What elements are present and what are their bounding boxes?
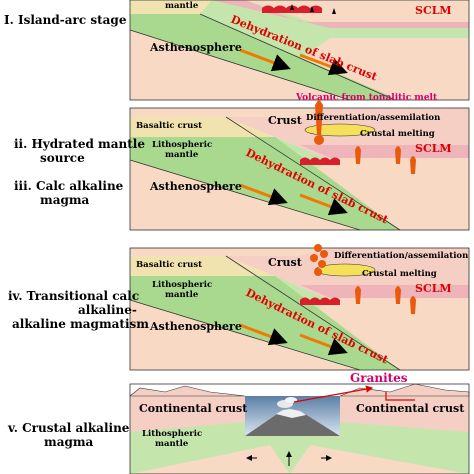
panel-1-melt-blobs	[262, 4, 336, 14]
panel-2-volcanic-label: Volcanic from tonalitic melt	[295, 93, 438, 103]
panel-4-continental-crust-right: Continental crust	[356, 402, 465, 415]
panel-3-stage-line-2: alkaline-	[78, 303, 137, 317]
panel-2-melt-plumes	[300, 99, 416, 174]
panel-3-stage-line-3: alkaline magmatism	[12, 317, 149, 331]
panel-3-asthenosphere-label: Asthenosphere	[149, 320, 242, 333]
panel-4-lithospheric-label-2: mantle	[155, 439, 189, 449]
panel-1-flow-arrow-a	[239, 48, 291, 72]
panel-3-melt-plumes	[300, 244, 416, 314]
panel-2-basaltic-crust-label: Basaltic crust	[136, 121, 202, 131]
panel-2-stage-line-4: magma	[40, 193, 90, 207]
panel-3-basaltic-crust	[130, 256, 275, 276]
panel-2-stage-line-3: iii. Calc alkaline	[14, 179, 124, 193]
panel-3-basaltic-crust-label: Basaltic crust	[136, 260, 202, 270]
panel-2-sclm	[300, 145, 469, 158]
panel-2-crust-label: Crust	[268, 114, 303, 127]
panel-2-crustal-melting-label: Crustal melting	[360, 129, 435, 139]
panel-4: v. Crustal alkaline magma Continental cr…	[7, 371, 470, 474]
panel-1-mantle-label: mantle	[165, 1, 199, 11]
panel-2-stage-line-1: ii. Hydrated mantle	[14, 137, 145, 151]
panel-3: iv. Transitional calc alkaline- alkaline…	[8, 244, 470, 371]
panel-2-lithospheric-label-1: Lithospheric	[152, 140, 212, 150]
panel-2-stage-line-2: source	[40, 151, 85, 165]
panel-2-differentiation-label: Differentiation/assemilation	[306, 113, 440, 123]
panel-2-asthenosphere-label: Asthenosphere	[149, 180, 242, 193]
panel-3-sclm-label: SCLM	[415, 282, 452, 295]
panel-1-basaltic-crust	[130, 0, 212, 14]
panel-3-crustal-melting-label: Crustal melting	[362, 269, 437, 279]
panel-4-stage-line-2: magma	[44, 435, 94, 449]
panel-1: I. Island-arc stage mantle Asthenosphere…	[4, 0, 470, 101]
panel-1-stage-label: I. Island-arc stage	[4, 13, 127, 27]
panel-3-sclm	[300, 285, 469, 298]
panel-1-sclm	[212, 0, 469, 28]
panel-1-sclm-label: SCLM	[415, 4, 452, 17]
panel-2-lithospheric-label-2: mantle	[165, 150, 199, 160]
panel-4-crust-right	[340, 396, 469, 432]
panel-4-asthenosphere-right	[290, 445, 469, 474]
panel-4-granites-label: Granites	[350, 371, 408, 385]
panel-3-lithospheric-label-1: Lithospheric	[152, 280, 212, 290]
panel-2-sclm-label: SCLM	[415, 142, 452, 155]
panel-2-basaltic-crust	[130, 117, 275, 137]
panel-4-volcano-photo	[245, 396, 340, 436]
panel-4-stage-line-1: v. Crustal alkaline	[7, 421, 130, 435]
panel-4-continental-crust-left: Continental crust	[139, 402, 248, 415]
panel-4-crust-left	[130, 396, 245, 432]
panel-2-differentiation-pool	[304, 123, 376, 137]
panel-1-lithospheric-mantle	[130, 0, 469, 60]
panel-3-crust-label: Crust	[268, 256, 303, 269]
panel-2: ii. Hydrated mantle source iii. Calc alk…	[14, 93, 470, 231]
panel-4-asthenosphere-left	[130, 445, 290, 474]
panel-1-asthenosphere-label: Asthenosphere	[149, 41, 242, 54]
panel-3-stage-line-1: iv. Transitional calc	[8, 289, 139, 303]
panel-1-flow-arrow-b	[299, 53, 348, 76]
panel-3-lithospheric-label-2: mantle	[165, 290, 199, 300]
panel-4-granites-pointer-right	[385, 392, 415, 401]
panel-4-granites-pointer-left	[293, 385, 374, 403]
panel-4-lithospheric-label-1: Lithospheric	[142, 429, 202, 439]
panel-3-differentiation-label: Differentiation/assemilation	[334, 251, 468, 261]
